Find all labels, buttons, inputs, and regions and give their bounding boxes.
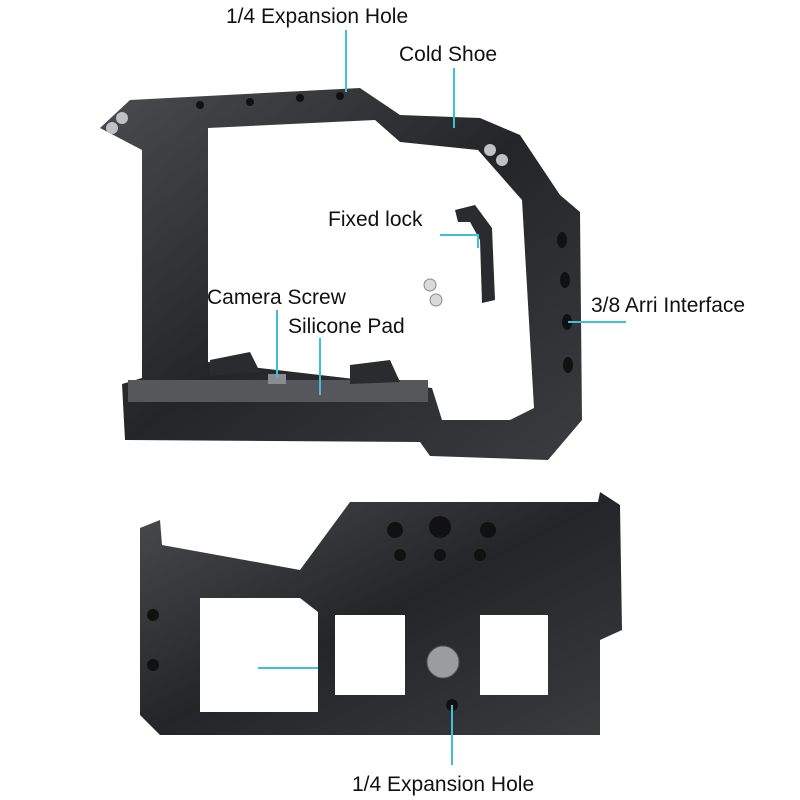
label-bottom-expansion-hole: 1/4 Expansion Hole <box>352 773 535 796</box>
silicone-pad <box>210 352 400 384</box>
bottom-cage-frame <box>140 492 622 735</box>
spare-screws <box>423 278 443 307</box>
label-silicone-pad: Silicone Pad <box>288 315 405 338</box>
label-cold-shoe: Cold Shoe <box>399 43 498 66</box>
top-screws <box>106 112 508 166</box>
camera-screw-icon <box>268 374 286 384</box>
top-cage-frame <box>100 88 582 460</box>
leader-lines <box>258 30 626 765</box>
fixed-lock-part <box>455 205 495 303</box>
label-fixed-lock: Fixed lock <box>328 208 423 231</box>
base-plate-top <box>128 380 428 402</box>
bottom-holes <box>147 516 496 711</box>
label-camera-screw: Camera Screw <box>207 286 346 309</box>
label-top-expansion-hole: 1/4 Expansion Hole <box>226 5 409 28</box>
bottom-screw <box>426 645 460 679</box>
label-arri-interface: 3/8 Arri Interface <box>591 294 746 317</box>
arri-holes <box>196 92 573 373</box>
